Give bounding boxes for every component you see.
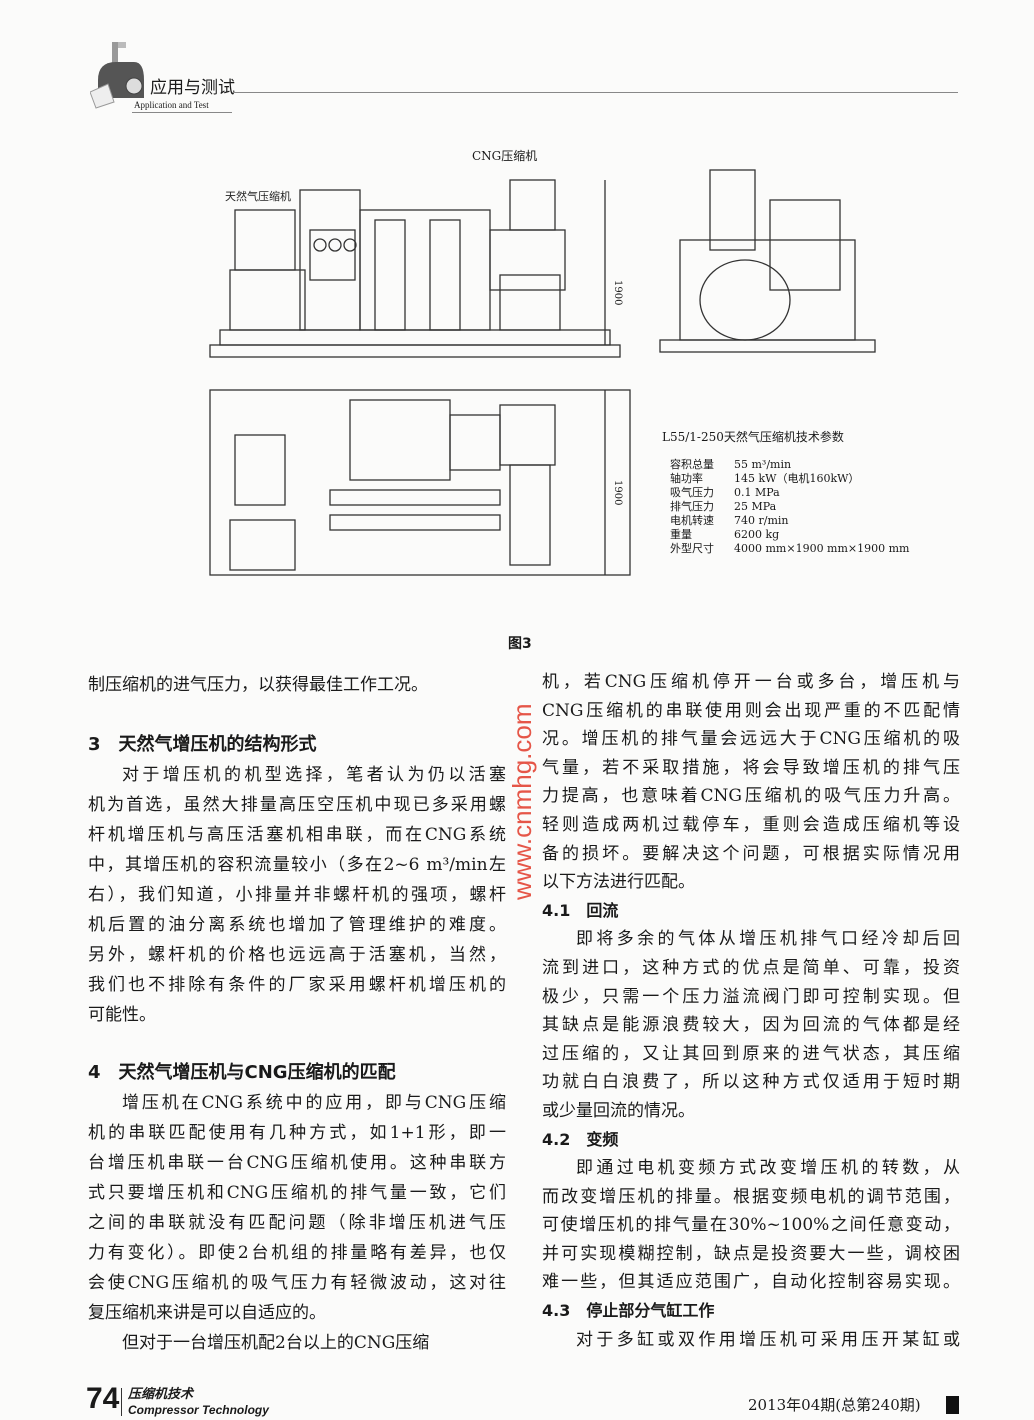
paragraph-4: 增压机在CNG系统中的应用，即与CNG压缩机的串联匹配使用有几种方式，如1+1形… xyxy=(88,1088,506,1328)
paragraph: 机，若CNG压缩机停开一台或多台，增压机与 CNG压缩机的串联使用则会出现严重的不… xyxy=(542,668,960,897)
text-line: 之间的串联就没有匹配问题（除非增压机进气压 xyxy=(88,1213,506,1233)
subsection-heading-4-1: 4.1 回流 xyxy=(542,900,619,920)
text-line: 我们也不排除有条件的厂家采用螺杆机增压机的 xyxy=(88,975,506,995)
top-view xyxy=(209,389,631,576)
text-line: 极少，只需一个压力溢流阀门即可控制实现。但 xyxy=(542,986,960,1007)
page-number: 74 xyxy=(86,1382,120,1415)
natgas-label: 天然气压缩机 xyxy=(225,189,291,203)
text-line: 中，其增压机的容积流量较小（多在2~6 m³/min左 xyxy=(88,855,506,875)
paragraph: 对于多缸或双作用增压机可采用压开某缸或 xyxy=(542,1326,960,1355)
text-line: 功就白白浪费了，所以这种方式仅适用于短时期 xyxy=(542,1072,960,1093)
text-line: 力提高，也意味着CNG压缩机的吸气压力升高。 xyxy=(542,786,960,807)
section-title: 应用与测试 xyxy=(150,78,235,98)
text-line: 可能性。 xyxy=(88,1005,156,1025)
paragraph: 即将多余的气体从增压机排气口经冷却后回流到进口，这种方式的优点是简单、可靠，投资… xyxy=(542,925,960,1125)
cng-label: CNG压缩机 xyxy=(472,149,538,163)
text-line: 过压缩的，又让其回到原来的进气状态，其压缩 xyxy=(542,1043,960,1064)
footer-square-marker xyxy=(946,1396,959,1414)
subsection-heading-4-2: 4.2 变频 xyxy=(542,1129,619,1149)
text-line: 即通过电机变频方式改变增压机的转数，从 xyxy=(576,1158,960,1179)
text-line: 复压缩机来讲是可以自适应的。 xyxy=(88,1303,326,1323)
text-line: 难一些，但其适应范围广，自动化控制容易实现。 xyxy=(542,1272,960,1293)
text-line: 机的串联匹配使用有几种方式，如1+1形，即一 xyxy=(88,1123,506,1143)
text-line: 即将多余的气体从增压机排气口经冷却后回 xyxy=(576,929,960,950)
text-line: 流到进口，这种方式的优点是简单、可靠，投资 xyxy=(542,957,960,978)
header-rule-short xyxy=(132,112,232,113)
paragraph: 即通过电机变频方式改变增压机的转数，从而改变增压机的排量。根据变频电机的调节范围… xyxy=(542,1154,960,1297)
text-line: 增压机在CNG系统中的应用，即与CNG压缩 xyxy=(122,1093,506,1113)
text-line: 对于增压机的机型选择，笔者认为仍以活塞 xyxy=(122,765,506,785)
dim-height-side: 1900 xyxy=(612,280,623,305)
side-view xyxy=(209,169,876,358)
text-line: 力有变化）。即使2台机组的排量略有差异，也仅 xyxy=(88,1243,506,1263)
footer-divider xyxy=(121,1388,122,1416)
section-heading-4: 4 天然气增压机与CNG压缩机的匹配 xyxy=(88,1062,396,1083)
subsection-heading-4-3: 4.3 停止部分气缸工作 xyxy=(542,1301,715,1321)
left-column: 制压缩机的进气压力，以获得最佳工作工况。 3 天然气增压机的结构形式 对于增压机… xyxy=(88,670,506,1358)
text-line: 况。增压机的排气量会远远大于CNG压缩机的吸 xyxy=(542,729,960,750)
text-line: 气量，若不采取措施，将会导致增压机的排气压 xyxy=(542,757,960,778)
text-line: 杆机增压机与高压活塞机相串联，而在CNG系统 xyxy=(88,825,506,845)
text-line: 但对于一台增压机配2台以上的CNG压缩 xyxy=(122,1333,430,1353)
figure-caption: 图3 xyxy=(508,636,532,652)
text-line: 轻则造成两机过载停车，重则会造成压缩机等设 xyxy=(542,814,960,835)
text-line: 机后置的油分离系统也增加了管理维护的难度。 xyxy=(88,915,506,935)
text-line: 对于多缸或双作用增压机可采用压开某缸或 xyxy=(576,1329,960,1350)
text-line: 台增压机串联一台CNG压缩机使用。这种串联方 xyxy=(88,1153,506,1173)
text-line: 备的损坏。要解决这个问题，可根据实际情况用 xyxy=(542,843,960,864)
text-line: 或少量回流的情况。 xyxy=(542,1100,695,1121)
text-line: 机为首选，虽然大排量高压空压机中现已多采用螺 xyxy=(88,795,506,815)
compressor-drawing: 天然气压缩机 1900 1900 xyxy=(209,169,876,576)
text-line: 会使CNG压缩机的吸气压力有轻微波动，这对往 xyxy=(88,1273,506,1293)
right-column: 机，若CNG压缩机停开一台或多台，增压机与 CNG压缩机的串联使用则会出现严重的不… xyxy=(542,668,960,1354)
watermark: www.cnmhg.com xyxy=(507,703,537,901)
text-line: 以下方法进行匹配。 xyxy=(542,872,695,893)
spec-title: L55/1-250天然气压缩机技术参数 xyxy=(662,430,844,444)
text-line: 可使增压机的排气量在30%~100%之间任意变动， xyxy=(542,1215,960,1236)
issue-info: 2013年04期(总第240期) xyxy=(748,1396,921,1414)
journal-name-cn: 压缩机技术 xyxy=(128,1387,194,1402)
text-line: 而改变增压机的排量。根据变频电机的调节范围， xyxy=(542,1186,960,1207)
text-line: 制压缩机的进气压力，以获得最佳工作工况。 xyxy=(88,675,428,695)
text-line: 右），我们知道，小排量并非螺杆机的强项，螺杆 xyxy=(88,885,506,905)
text-line: 其缺点是能源浪费较大，因为回流的气体都是经 xyxy=(542,1015,960,1036)
text-line: 另外，螺杆机的价格也远远高于活塞机，当然， xyxy=(88,945,506,965)
paragraph-3: 对于增压机的机型选择，笔者认为仍以活塞机为首选，虽然大排量高压空压机中现已多采用… xyxy=(88,760,506,1030)
section-subtitle: Application and Test xyxy=(134,100,209,110)
header-rule xyxy=(232,92,958,93)
dim-height-top: 1900 xyxy=(612,480,623,505)
text-line: 式只要增压机和CNG压缩机的排气量一致，它们 xyxy=(88,1183,506,1203)
text-line: 机，若CNG压缩机停开一台或多台，增压机与 xyxy=(542,672,960,692)
text-line: CNG压缩机的串联使用则会出现严重的不匹配情 xyxy=(542,700,960,721)
mailbox-gear-logo-icon xyxy=(90,42,144,109)
section-heading-3: 3 天然气增压机的结构形式 xyxy=(88,734,317,755)
text-line: 并可实现模糊控制，缺点是投资要大一些，调校困 xyxy=(542,1243,960,1264)
journal-name-en: Compressor Technology xyxy=(128,1403,269,1417)
